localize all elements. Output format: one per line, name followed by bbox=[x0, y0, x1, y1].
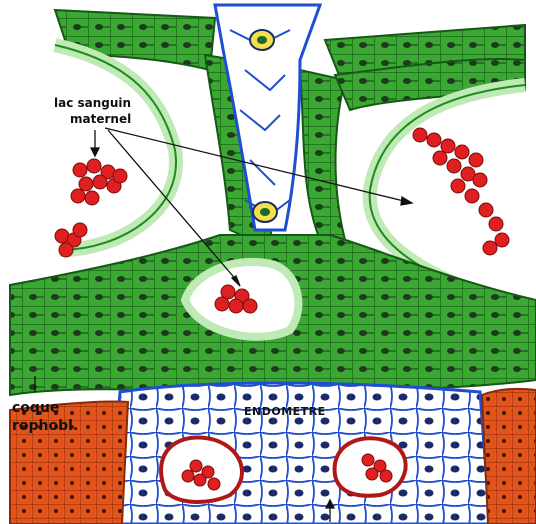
label-coque-line1: coque bbox=[12, 400, 59, 416]
maternal-vessel-left bbox=[161, 437, 242, 502]
label-lac-line1: lac sanguin bbox=[54, 96, 131, 110]
label-coque-line2: rophobl. bbox=[12, 418, 78, 434]
label-endometre: ENDOMETRE bbox=[244, 405, 326, 418]
orange-layer-right bbox=[482, 389, 536, 524]
label-lac-line2: maternel bbox=[70, 112, 131, 126]
maternal-vessel-right bbox=[335, 438, 406, 495]
